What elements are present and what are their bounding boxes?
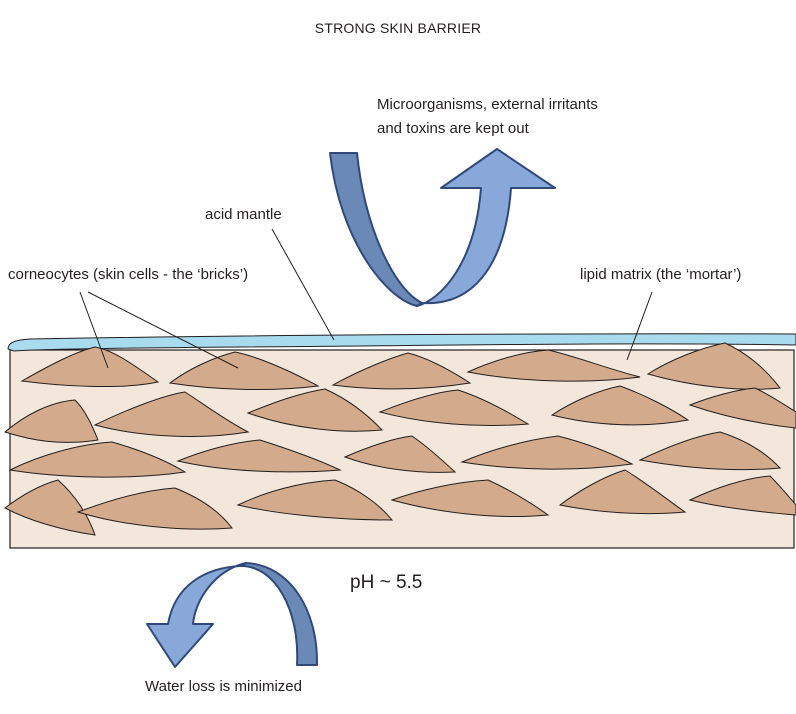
corneocyte-cell [76, 487, 233, 530]
corneocyte-cell [688, 387, 796, 429]
corneocyte-cell [93, 391, 250, 437]
microorganisms-label-line-2: and toxins are kept out [377, 120, 529, 137]
corneocyte-cell [378, 389, 530, 426]
microorganisms-label-line-1: Microorganisms, external irritants [377, 96, 598, 113]
corneocyte-cell [558, 469, 687, 515]
corneocytes-leader-line [79, 291, 109, 369]
leader-lines [79, 228, 653, 369]
corneocyte-cell [550, 385, 690, 426]
acid-mantle-leader-line [271, 228, 335, 341]
corneocytes-leader-line [87, 291, 239, 369]
corneocyte-cell [168, 351, 320, 391]
curved-arrow-down-icon [146, 562, 319, 668]
corneocyte-cell [343, 435, 457, 473]
corneocytes-label: corneocytes (skin cells - the ‘bricks’) [8, 266, 249, 283]
corneocyte-cell [176, 439, 342, 473]
corneocyte-cell [3, 399, 99, 443]
corneocyte-cell [466, 349, 641, 382]
corneocytes-group [3, 342, 796, 536]
corneocyte-cell [646, 342, 781, 390]
water-loss-label: Water loss is minimized [145, 678, 302, 695]
corneocyte-cell [20, 346, 160, 388]
corneocyte-cell [8, 441, 187, 478]
corneocyte-cell [390, 479, 550, 517]
corneocyte-cell [638, 431, 782, 471]
ph-label: pH ~ 5.5 [350, 572, 423, 593]
corneocyte-cell [246, 388, 384, 432]
corneocyte-cell [460, 435, 634, 470]
corneocyte-cell [688, 475, 796, 516]
lipid-matrix-label: lipid matrix (the ‘mortar’) [580, 266, 742, 283]
acid-mantle-layer [7, 333, 796, 352]
corneocyte-cell [236, 479, 394, 521]
lipid-matrix-leader-line [626, 291, 653, 361]
corneocyte-cell [331, 352, 472, 390]
acid-mantle-label: acid mantle [205, 206, 282, 223]
microorganisms-label: Microorganisms, external irritants and t… [377, 93, 677, 141]
curved-arrow-up-icon [329, 148, 556, 307]
diagram-title: STRONG SKIN BARRIER [314, 20, 482, 36]
